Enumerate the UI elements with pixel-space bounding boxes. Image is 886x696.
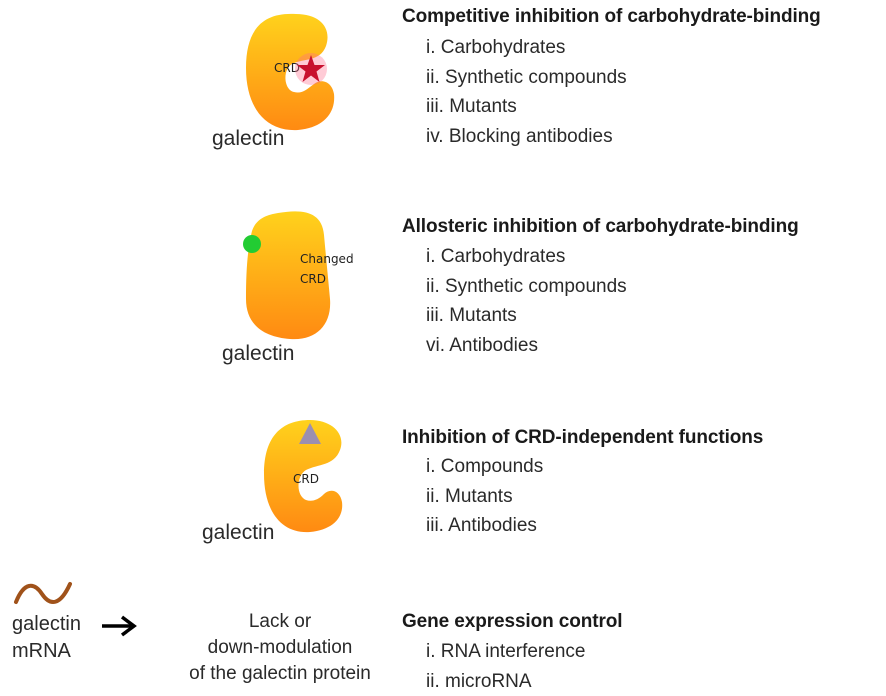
mrna-label-line2: mRNA — [12, 640, 71, 663]
list-item: i. Compounds — [426, 452, 543, 482]
right-arrow-icon — [100, 615, 140, 637]
panel-title-crd-independent: Inhibition of CRD-independent functions — [402, 427, 763, 449]
outcome-line-2: down-modulation — [160, 635, 400, 661]
mrna-label-line1: galectin — [12, 613, 81, 636]
crd-label-crd-independent: CRD — [293, 472, 319, 486]
changed-crd-label-line2: CRD — [300, 272, 326, 286]
list-item: iii. Mutants — [426, 301, 627, 331]
list-item: vi. Antibodies — [426, 331, 627, 361]
triangle-icon — [297, 421, 323, 447]
mrna-icon — [12, 578, 74, 608]
list-item: iii. Antibodies — [426, 511, 543, 541]
outcome-line-1: Lack or — [160, 609, 400, 635]
list-item: iii. Mutants — [426, 92, 627, 122]
list-item: ii. Synthetic compounds — [426, 63, 627, 93]
inhibitor-list-competitive: i. Carbohydrates ii. Synthetic compounds… — [426, 33, 627, 151]
list-item: i. Carbohydrates — [426, 33, 627, 63]
changed-crd-label-line1: Changed — [300, 252, 354, 266]
list-item: i. RNA interference — [426, 637, 585, 667]
list-item: ii. microRNA — [426, 667, 585, 696]
galectin-label-competitive: galectin — [212, 127, 284, 151]
outcome-line-3: of the galectin protein — [160, 661, 400, 687]
panel-title-gene-expression: Gene expression control — [402, 611, 623, 633]
inhibitor-list-gene-expression: i. RNA interference ii. microRNA — [426, 637, 585, 696]
outcome-text: Lack or down-modulation of the galectin … — [160, 609, 400, 687]
panel-title-allosteric: Allosteric inhibition of carbohydrate-bi… — [402, 216, 799, 238]
list-item: iv. Blocking antibodies — [426, 122, 627, 152]
green-dot-icon — [241, 233, 263, 255]
list-item: ii. Synthetic compounds — [426, 272, 627, 302]
galectin-label-crd-independent: galectin — [202, 521, 274, 545]
inhibitor-list-allosteric: i. Carbohydrates ii. Synthetic compounds… — [426, 242, 627, 360]
panel-title-competitive: Competitive inhibition of carbohydrate-b… — [402, 6, 821, 28]
list-item: ii. Mutants — [426, 482, 543, 512]
star-icon — [294, 52, 328, 86]
inhibitor-list-crd-independent: i. Compounds ii. Mutants iii. Antibodies — [426, 452, 543, 541]
galectin-label-allosteric: galectin — [222, 342, 294, 366]
list-item: i. Carbohydrates — [426, 242, 627, 272]
